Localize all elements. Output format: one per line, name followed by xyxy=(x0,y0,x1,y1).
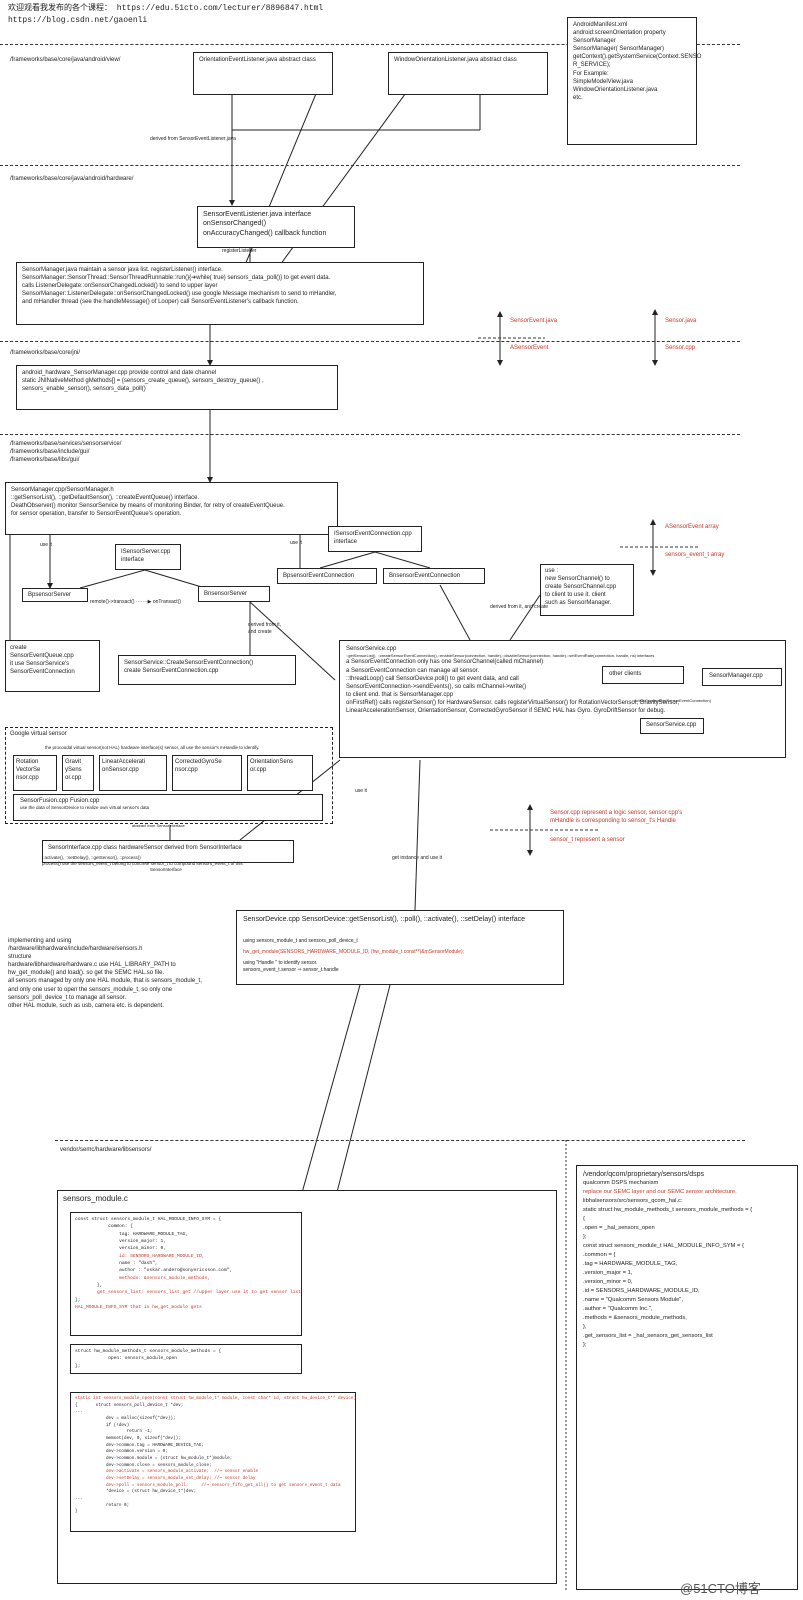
hal-description: implementing and using /hardware/libhard… xyxy=(8,938,202,1009)
orientation-event-listener-box: OrientationEventListener.java abstract c… xyxy=(193,52,333,95)
section-divider xyxy=(55,1140,745,1141)
isensor-server-box: ISensorServer.cpp interface xyxy=(115,544,181,570)
get-instance-label: get instance and use it xyxy=(392,855,443,861)
sensors-module-title: sensors_module.c xyxy=(63,1194,128,1203)
jni-box: android_hardware_SensorManager.cpp provi… xyxy=(16,365,338,410)
bp-sensor-server-box: BpsensorServer xyxy=(22,588,88,602)
use-it-label: use it xyxy=(40,542,52,548)
section-divider xyxy=(0,165,740,166)
active-connection-label: ActiveConnection(SensorEventConnection) xyxy=(634,698,711,703)
header-course-link[interactable]: 欢迎观看我发布的各个课程： https://edu.51cto.com/lect… xyxy=(8,4,324,13)
qcom-dsps-box: /vendor/qcom/proprietary/sensors/dsps qu… xyxy=(576,1165,798,1590)
header-blog-link[interactable]: https://blog.csdn.net/gaoenli xyxy=(8,16,148,25)
register-listener-label: registerListener xyxy=(222,248,257,254)
create-sensor-event-connection-box: SensorService::CreateSensorEventConnecti… xyxy=(118,655,296,685)
bn-sensor-event-connection-box: BnsensorEventConnection xyxy=(383,568,485,584)
window-orientation-listener-box: WindowOrientationListener.java abstract … xyxy=(388,52,548,95)
section-divider xyxy=(0,341,740,342)
annotation-sensors-event-array: sensors_event_t array xyxy=(665,552,725,558)
use-it-label-2: use it xyxy=(290,540,302,546)
annotation-sensor-cpp-note: Sensor.cpp represent a logic sensor, sen… xyxy=(550,810,683,825)
google-virtual-title: Google virtual sensor xyxy=(10,731,67,737)
sensor-service-small-box: SensorService.cpp xyxy=(640,718,704,734)
path-native: /frameworks/base/services/sensorservice/… xyxy=(10,441,122,464)
gravity-sensor-box: Gravit ySens or.cpp xyxy=(62,755,94,791)
isensor-event-connection-box: ISensorEventConnection.cpp interface xyxy=(328,526,422,552)
annotation-asensor-event: ASensorEvent xyxy=(510,345,549,351)
sensor-manager-cpp-small-box: SensorManager.cpp xyxy=(702,668,782,686)
code-block-module-methods: struct hw_module_methods_t sensors_modul… xyxy=(70,1344,302,1374)
annotation-sensor-t-note: sensor_t represent a sensor xyxy=(550,837,625,843)
watermark: @51CTO博客 xyxy=(680,1581,761,1596)
annotation-sensor-event-java: SensorEvent.java xyxy=(510,318,558,324)
annotation-sensor-java: Sensor.java xyxy=(665,318,697,324)
derived-create-label: derived from it, and create xyxy=(490,604,549,610)
sensor-event-listener-box: SensorEventListener.java interface onSen… xyxy=(197,206,355,248)
linear-acceleration-box: LinearAccelerati onSensor.cpp xyxy=(99,755,167,791)
remote-transact-label: remote()->transact() ·······▶ onTransact… xyxy=(90,599,182,605)
section-divider xyxy=(0,434,740,435)
orientation-sensor-box: OrientationSens or.cpp xyxy=(247,755,313,791)
google-virtual-desc: the procoudal virtual sensor(not HAL) ha… xyxy=(45,745,260,750)
other-clients-box: other clients xyxy=(602,666,684,684)
sensor-channel-box: use : new SensorChannel() to create Sens… xyxy=(540,564,634,616)
derived-from-label: derived from SensorEventListener.java xyxy=(150,136,236,142)
bn-sensor-server-box: BnsensorServer xyxy=(198,586,270,602)
code-block-module-open: static int sensors_module_open(const str… xyxy=(70,1392,356,1532)
sensor-event-queue-box: create SensorEventQueue.cpp it use Senso… xyxy=(5,640,100,692)
path-hardware: /frameworks/base/core/java/android/hardw… xyxy=(10,176,134,182)
sensor-manager-cpp-box: SensorManager.cpp/SensorManager.h ::getS… xyxy=(5,482,338,535)
annotation-sensor-cpp: Sensor.cpp xyxy=(665,345,696,351)
code-block-module-info: const struct sensors_module_t HAL_MODULE… xyxy=(70,1212,302,1336)
annotation-asensor-event-array: ASensorEvent array xyxy=(665,524,719,530)
path-jni: /frameworks/base/core/jni/ xyxy=(10,350,81,356)
abstract-from-label: abstract from SensorInterface xyxy=(132,823,185,828)
sensor-manager-java-box: SensorManager.java maintain a sensor jav… xyxy=(16,262,424,325)
path-view: /frameworks/base/core/java/android/view/ xyxy=(10,57,121,63)
bp-sensor-event-connection-box: BpsensorEventConnection xyxy=(277,568,377,584)
sensor-device-box: SensorDevice.cpp SensorDevice::getSensor… xyxy=(236,910,564,985)
path-vendor: vendor/semc/hardware/libsensors/ xyxy=(60,1147,152,1153)
manifest-box: AndroidManifest.xml android:screenOrient… xyxy=(567,17,701,145)
sensor-interface-detail: ::activate(), ::setDelay(), ::getSensor(… xyxy=(42,855,243,873)
section-divider xyxy=(0,44,740,45)
sensor-service-box: SensorService.cpp ::getSensorList(), ::c… xyxy=(339,640,786,758)
google-virtual-sensor-group xyxy=(5,727,333,824)
corrected-gyro-box: CorrectedGyroSe nsor.cpp xyxy=(172,755,242,791)
rotation-vector-box: Rotation VectorSe nsor.cpp xyxy=(13,755,57,791)
derived-from-it-label: derived from it, and create xyxy=(248,622,282,635)
sensor-fusion-box: SensorFusion.cpp Fusion.cpp use the data… xyxy=(13,794,323,821)
use-it-label-3: use it xyxy=(355,788,367,794)
